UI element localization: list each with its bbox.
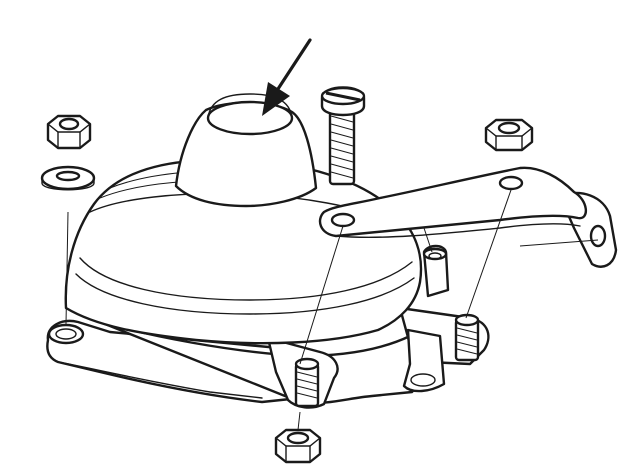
- hex-nut-upper-left: [46, 114, 92, 150]
- slotted-screw: [320, 86, 366, 186]
- hex-nut-bottom: [274, 428, 322, 464]
- mounting-bracket: [318, 166, 618, 268]
- threaded-stud-rear: [428, 252, 442, 260]
- flat-washer: [40, 165, 96, 191]
- threaded-stud-front: [294, 357, 320, 408]
- hex-nut-upper-right: [484, 118, 534, 152]
- pointer-arrow: [262, 38, 312, 116]
- dome-housing: [64, 93, 423, 345]
- threaded-stud-right: [454, 313, 480, 362]
- assembly-guide-lines: [65, 189, 599, 431]
